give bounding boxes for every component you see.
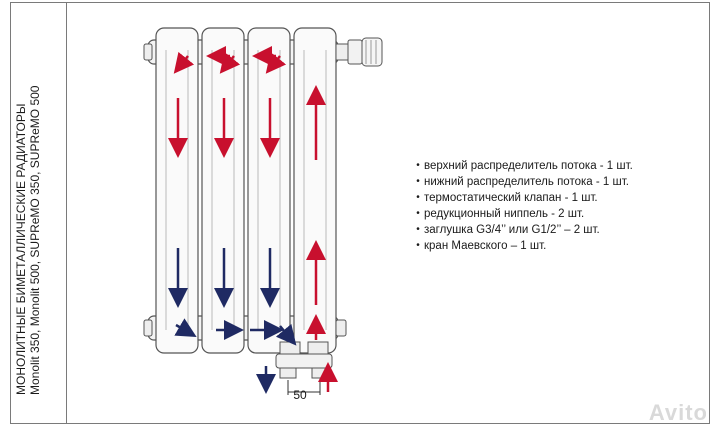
- component-item: •редукционный ниппель - 2 шт.: [412, 206, 633, 222]
- cold-arrow-bottom-1: [174, 318, 197, 338]
- radiator-section-1: [155, 27, 199, 354]
- thermostatic-valve: [335, 37, 383, 67]
- component-item: •термостатический клапан - 1 шт.: [412, 190, 633, 206]
- hot-arrow-top-2: [219, 51, 241, 74]
- cold-arrow-bottom-4: [275, 323, 297, 346]
- components-list: •верхний распределитель потока - 1 шт. •…: [412, 158, 633, 254]
- bullet-icon: •: [416, 160, 420, 171]
- left-bottom-plug: [143, 319, 153, 337]
- bullet-icon: •: [416, 208, 420, 219]
- dimension-label: 50: [293, 388, 307, 402]
- title-line-1: МОНОЛИТНЫЕ БИМЕТАЛЛИЧЕСКИЕ РАДИАТОРЫ: [14, 103, 28, 395]
- component-item: •нижний распределитель потока - 1 шт.: [412, 174, 633, 190]
- radiator-section-3: [247, 27, 291, 354]
- component-item: •заглушка G3/4’’ или G1/2’’ – 2 шт.: [412, 222, 633, 238]
- title-line-2: Monolit 350, Monolit 500, SUPReMO 350, S…: [28, 85, 42, 395]
- right-bottom-plug: [335, 319, 347, 337]
- component-item: •кран Маевского – 1 шт.: [412, 238, 633, 254]
- dimension-line: [287, 380, 321, 395]
- bullet-icon: •: [416, 224, 420, 235]
- left-top-plug: [143, 43, 153, 61]
- hot-arrow-top-3: [265, 51, 287, 74]
- outer-frame: [10, 2, 710, 424]
- radiator-section-2: [201, 27, 245, 354]
- radiator-diagram: [143, 27, 383, 395]
- avito-watermark: Avito: [648, 400, 708, 425]
- bullet-icon: •: [416, 240, 420, 251]
- rotated-title: МОНОЛИТНЫЕ БИМЕТАЛЛИЧЕСКИЕ РАДИАТОРЫ Mon…: [14, 45, 42, 395]
- hot-arrow-top-1: [173, 51, 195, 74]
- bullet-icon: •: [416, 192, 420, 203]
- title-divider: [66, 2, 67, 424]
- bullet-icon: •: [416, 176, 420, 187]
- component-item: •верхний распределитель потока - 1 шт.: [412, 158, 633, 174]
